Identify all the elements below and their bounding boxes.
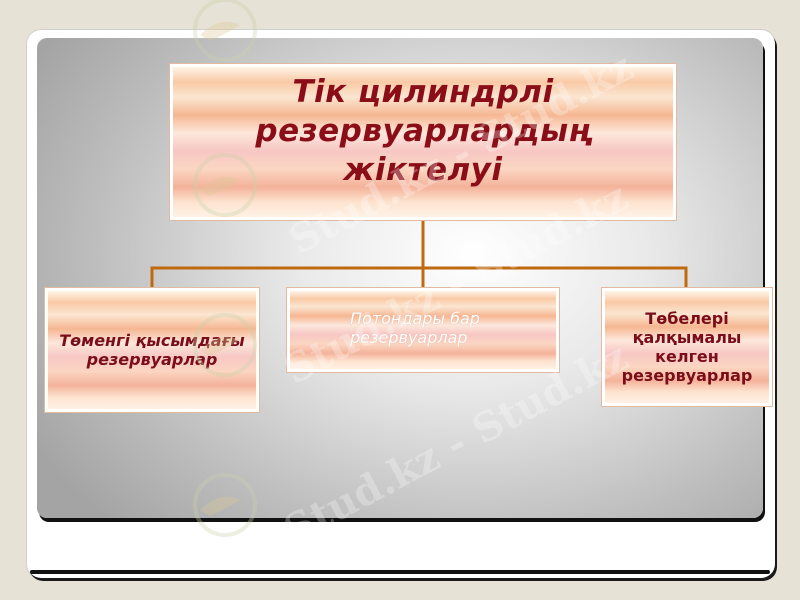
node-label: Потондары бар резервуарлар — [350, 309, 480, 347]
node-label: Төменгі қысымдағы резервуарлар — [59, 331, 245, 369]
node-floating-roof-tanks: Төбелері қалқымалы келген резервуарлар — [602, 288, 772, 406]
slide-bottom-divider — [30, 570, 770, 574]
node-low-pressure-tanks: Төменгі қысымдағы резервуарлар — [45, 288, 259, 412]
diagram-title-box: Тік цилиндрлі резервуарлардың жіктелуі — [170, 64, 676, 220]
node-label: Төбелері қалқымалы келген резервуарлар — [621, 309, 753, 385]
diagram-title: Тік цилиндрлі резервуарлардың жіктелуі — [255, 74, 591, 188]
node-pontoon-tanks: Потондары бар резервуарлар — [287, 288, 559, 372]
